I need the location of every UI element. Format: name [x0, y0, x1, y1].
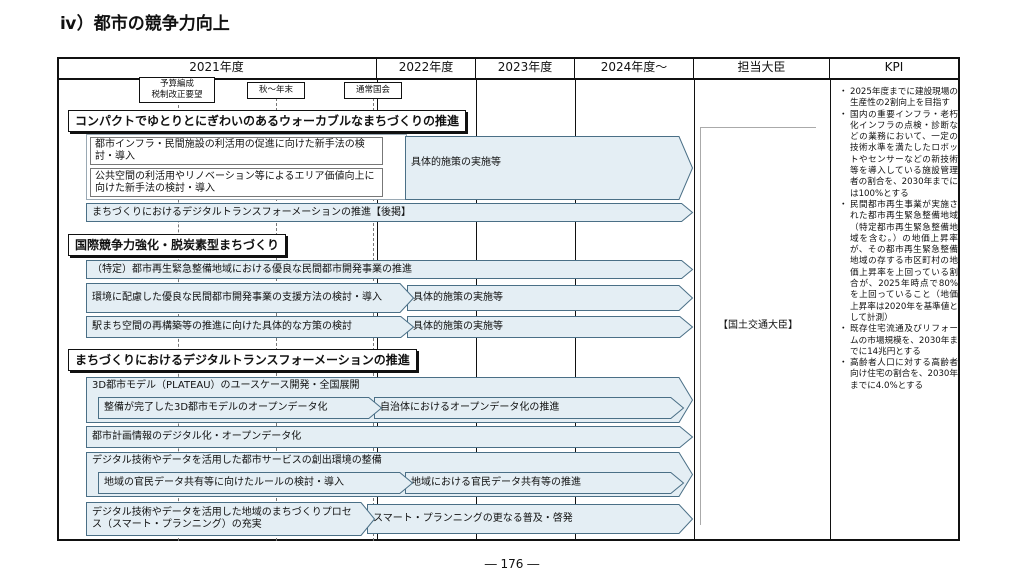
arrow-shape [86, 316, 415, 338]
col-2023: 2023年度 [476, 57, 575, 78]
kpi-item: 既存住宅流通及びリフォームの市場規模を、2030年までに14兆円とする [839, 324, 958, 358]
arrow-shape [407, 316, 694, 338]
arrow-shape [86, 283, 415, 313]
arrow-label: 環境に配慮した優良な民間都市開発事業の支援方法の検討・導入 [92, 292, 382, 303]
dx-urban-plan-arrow: 都市計画情報のデジタル化・オープンデータ化 [86, 426, 694, 448]
intl-urban-renewal-arrow: （特定）都市再生緊急整備地域における優良な民間都市開発事業の推進 [86, 260, 694, 279]
walkable-row-infra: 都市インフラ・民間施設の利活用の促進に向けた新手法の検討・導入 [90, 137, 383, 165]
header-divider [57, 78, 960, 80]
section-dx-title: まちづくりにおけるデジタルトランスフォーメーションの推進 [68, 349, 417, 371]
budget-tag-line1: 予算編成 [159, 79, 194, 89]
kpi-item: 2025年度までに建設現場の生産性の2割向上を目指す [839, 87, 958, 110]
section-walkable-title: コンパクトでゆとりとにぎわいのあるウォーカブルなまちづくりの推進 [68, 110, 467, 132]
col-kpi: KPI [884, 60, 904, 74]
arrow-shape [407, 285, 694, 311]
kpi-list: 2025年度までに建設現場の生産性の2割向上を目指す 国内の重要インフラ・老朽化… [839, 87, 958, 392]
walkable-row-public-space: 公共空間の利活用やリノベーション等によるエリア価値向上に向けた新手法の検討・導入 [90, 168, 383, 197]
divider-kpi [830, 78, 831, 541]
arrow-label: 整備が完了した3D都市モデルのオープンデータ化 [104, 402, 328, 413]
arrow-shape [86, 502, 376, 536]
arrow-label: 具体的施策の実施等 [413, 321, 503, 332]
arrow-label: 自治体におけるオープンデータ化の推進 [380, 402, 560, 413]
col-2021: 2021年度 [57, 57, 377, 78]
arrow-label: 具体的施策の実施等 [411, 157, 501, 168]
dx-plateau-followup-arrow: 自治体におけるオープンデータ化の推進 [374, 397, 685, 419]
budget-tag-line2: 税制改正要望 [151, 90, 203, 100]
arrow-shape [374, 397, 685, 419]
divider-minister [694, 78, 695, 541]
arrow-label: デジタル技術やデータを活用した地域のまちづくりプロセス（スマート・プランニング）… [92, 507, 352, 530]
intl-station-arrow: 駅まち空間の再構築等の推進に向けた具体的な方策の検討 [86, 316, 415, 338]
col-2022: 2022年度 [377, 57, 476, 78]
autumn-tag: 秋～年末 [247, 82, 305, 99]
arrow-label: スマート・プランニングの更なる普及・啓発 [373, 513, 573, 524]
dx-data-sharing-arrow: 地域の官民データ共有等に向けたルールの検討・導入 [98, 472, 414, 494]
minister-label: 【国土交通大臣】 [718, 320, 798, 331]
dx-plateau-open-data-arrow: 整備が完了した3D都市モデルのオープンデータ化 [98, 397, 383, 419]
dx-smart-planning-followup-arrow: スマート・プランニングの更なる普及・啓発 [367, 504, 694, 534]
col-minister: 担当大臣 [694, 57, 830, 78]
minister-bracket [700, 127, 816, 525]
intl-station-followup-arrow: 具体的施策の実施等 [407, 316, 694, 338]
dx-data-sharing-followup-arrow: 地域における官民データ共有等の推進 [405, 472, 685, 494]
arrow-shape [98, 397, 383, 419]
walkable-dx-arrow: まちづくりにおけるデジタルトランスフォーメーションの推進【後掲】 [86, 203, 694, 222]
budget-tag: 予算編成 税制改正要望 [139, 77, 215, 103]
roadmap-table [57, 57, 960, 541]
arrow-shape [367, 504, 694, 534]
arrow-shape [86, 426, 694, 448]
arrow-shape [86, 203, 694, 222]
walkable-followup-arrow: 具体的施策の実施等 [405, 136, 694, 200]
arrow-label: 都市計画情報のデジタル化・オープンデータ化 [92, 431, 302, 442]
arrow-label: 地域の官民データ共有等に向けたルールの検討・導入 [104, 477, 344, 488]
arrow-label: （特定）都市再生緊急整備地域における優良な民間都市開発事業の推進 [92, 263, 412, 275]
row-text: 公共空間の利活用やリノベーション等によるエリア価値向上に向けた新手法の検討・導入 [95, 170, 375, 194]
arrow-shape [405, 472, 685, 494]
row-text: 都市インフラ・民間施設の利活用の促進に向けた新手法の検討・導入 [95, 139, 365, 162]
arrow-label: デジタル技術やデータを活用した都市サービスの創出環境の整備 [92, 455, 382, 466]
kpi-item: 民間都市再生事業が実施された都市再生緊急整備地域（特定都市再生緊急整備地域を含む… [839, 200, 958, 324]
arrow-label: まちづくりにおけるデジタルトランスフォーメーションの推進【後掲】 [92, 206, 411, 218]
diet-tag: 通常国会 [344, 82, 402, 99]
arrow-shape [86, 260, 694, 279]
kpi-item: 国内の重要インフラ・老朽化インフラの点検・診断などの業務において、一定の技術水準… [839, 110, 958, 200]
arrow-label: 地域における官民データ共有等の推進 [411, 477, 581, 488]
kpi-item: 高齢者人口に対する高齢者向け住宅の割合を、2030年までに4.0%とする [839, 358, 958, 392]
arrow-label: 3D都市モデル（PLATEAU）のユースケース開発・全国展開 [92, 380, 360, 391]
arrow-label: 具体的施策の実施等 [413, 292, 503, 303]
intl-eco-arrow: 環境に配慮した優良な民間都市開発事業の支援方法の検討・導入 [86, 283, 415, 313]
arrow-shape [405, 136, 694, 200]
section-intl-title: 国際競争力強化・脱炭素型まちづくり [68, 234, 287, 256]
page-number: ― 176 ― [484, 557, 540, 571]
dx-smart-planning-arrow: デジタル技術やデータを活用した地域のまちづくりプロセス（スマート・プランニング）… [86, 502, 376, 536]
page-heading: ⅳ）都市の競争力向上 [60, 14, 230, 34]
col-2024: 2024年度～ [575, 57, 694, 78]
intl-eco-followup-arrow: 具体的施策の実施等 [407, 285, 694, 311]
arrow-shape [98, 472, 414, 494]
arrow-label: 駅まち空間の再構築等の推進に向けた具体的な方策の検討 [92, 321, 352, 332]
